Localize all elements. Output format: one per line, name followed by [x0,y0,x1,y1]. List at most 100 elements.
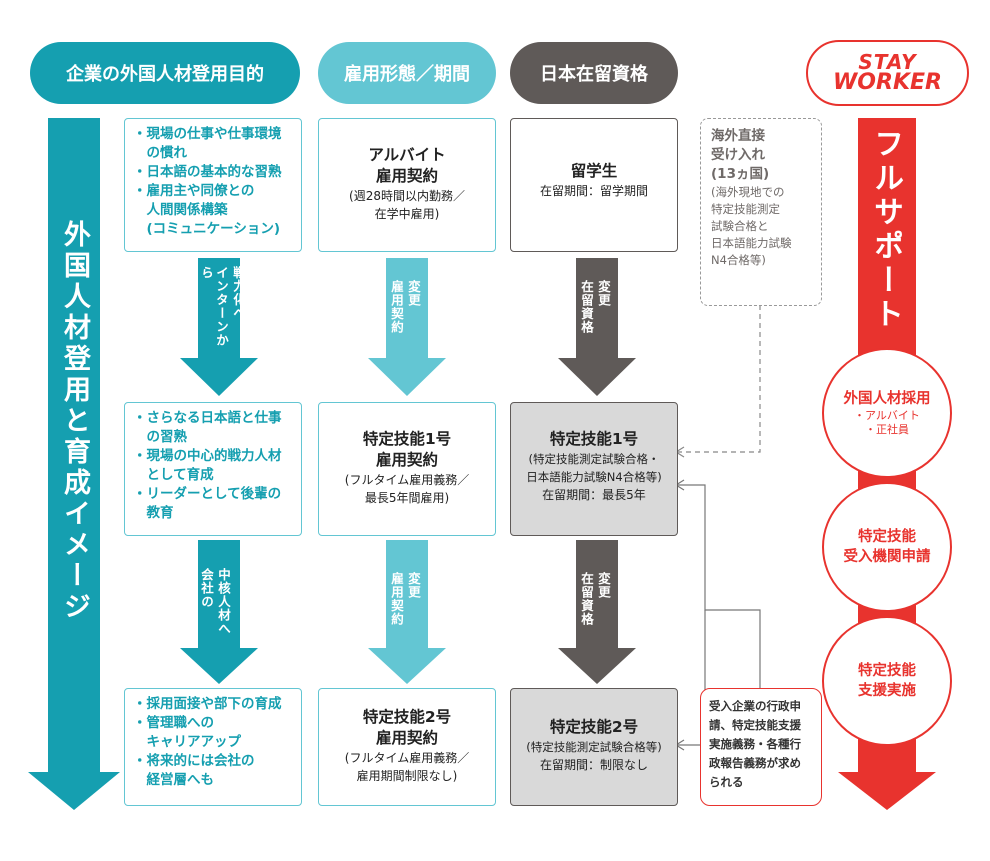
list-item: 教育 [133,505,174,521]
visa-detail: 日本語能力試験N4合格等) [526,470,662,484]
employment-detail: 在学中雇用) [374,207,440,221]
arrow-label-col: 変更 [406,572,421,599]
purpose-box-1: ・現場の仕事や仕事環境 の慣れ ・日本語の基本的な習熟 ・雇用主や同僚との 人間… [124,118,302,252]
employment-detail: (週28時間以内勤務／ [349,189,465,203]
list-item: として育成 [133,467,214,483]
visa-detail: (特定技能測定試験合格等) [526,740,662,754]
list-item: ・雇用主や同僚との [133,183,255,199]
header-visa-label: 日本在留資格 [540,64,648,85]
support-circle-title: 特定技能 [858,663,916,679]
list-item: ・管理職への [133,715,214,731]
note-connector [678,484,761,690]
employment-arrow-2 [368,540,446,684]
list-item: ・将来的には会社の [133,753,255,769]
support-circle-recruit: 外国人材採用 ・アルバイト ・正社員 [822,348,952,478]
visa-box-2: 特定技能1号 (特定技能測定試験合格・ 日本語能力試験N4合格等) 在留期間：最… [510,402,678,536]
list-item: キャリアアップ [133,734,241,750]
note-line: られる [709,775,744,789]
support-circle-implementation: 特定技能 支援実施 [822,616,952,746]
overseas-title: (13ヵ国) [711,166,770,182]
purpose-arrow-2-label: 会社の 中核人材へ [199,568,231,648]
visa-detail: 在留期間：最長5年 [542,488,646,502]
visa-box-1: 留学生 在留期間：留学期間 [510,118,678,252]
list-item: ・リーダーとして後輩の [133,486,282,502]
employment-title: 特定技能2号 [362,708,452,726]
employment-box-3: 特定技能2号 雇用契約 (フルタイム雇用義務／ 雇用期間制限なし) [318,688,496,806]
visa-detail: (特定技能測定試験合格・ [528,452,660,466]
right-arrow-label: フルサポート [868,128,903,332]
note-line: 請、特定技能支援 [709,718,801,732]
overseas-detail: (海外現地での [711,185,785,199]
list-item: の慣れ [133,145,187,161]
employment-arrow-1 [368,258,446,396]
list-item: ・現場の中心的戦力人材 [133,448,282,464]
visa-arrow-1-label: 在留資格 変更 [579,280,611,360]
logo-line-2: WORKER [833,70,942,95]
left-arrow-label: 外国人材登用と育成イメージ [59,220,90,623]
arrow-label-col: 在留資格 [579,280,594,334]
arrow-label-col: 変更 [406,280,421,307]
overseas-detail: N4合格等) [711,253,766,267]
support-circle-item: ・正社員 [865,423,909,436]
employment-title: アルバイト [368,146,446,164]
list-item: (コミュニケーション) [133,221,281,237]
visa-title: 特定技能1号 [549,430,639,448]
note-line: 受入企業の行政申 [709,699,801,713]
employment-detail: (フルタイム雇用義務／ [344,751,470,765]
list-item: 経営層へも [133,772,214,788]
employment-arrow-2-label: 雇用契約 変更 [389,572,421,652]
visa-detail: 在留期間：制限なし [539,758,648,772]
note-line: 実施義務・各種行 [709,737,801,751]
employment-detail: (フルタイム雇用義務／ [344,473,470,487]
support-circle-title: 外国人材採用 [843,391,931,407]
support-circle-title: 特定技能 [858,529,916,545]
visa-box-3: 特定技能2号 (特定技能測定試験合格等) 在留期間：制限なし [510,688,678,806]
arrow-label-col: 戦力化へ [231,266,246,320]
arrow-label-col: 中核人材へ [216,568,231,636]
employment-arrow-1-label: 雇用契約 変更 [389,280,421,360]
purpose-box-3: ・採用面接や部下の育成 ・管理職への キャリアアップ ・将来的には会社の 経営層… [124,688,302,806]
arrow-label-col: インターンから [199,266,229,347]
employment-title: 雇用契約 [375,167,438,185]
visa-title: 特定技能2号 [549,718,639,736]
list-item: ・さらなる日本語と仕事 [133,410,282,426]
visa-detail: 在留期間：留学期間 [539,184,648,198]
visa-arrow-1 [558,258,636,396]
overseas-detail: 特定技能測定 [711,202,780,216]
purpose-arrow-1-label: インターンから 戦力化へ [199,266,246,358]
header-visa: 日本在留資格 [510,42,678,104]
header-employment: 雇用形態／期間 [318,42,496,104]
arrow-label-col: 雇用契約 [389,280,404,334]
overseas-title: 受け入れ [711,147,765,163]
logo-line-1: STAY [858,50,917,74]
left-big-arrow [28,118,120,810]
arrow-label-col: 会社の [199,568,214,609]
overseas-detail: 日本語能力試験 [711,236,792,250]
visa-arrow-2 [558,540,636,684]
header-employment-label: 雇用形態／期間 [344,64,470,85]
overseas-box: 海外直接 受け入れ (13ヵ国) (海外現地での 特定技能測定 試験合格と 日本… [700,118,822,306]
employment-box-2: 特定技能1号 雇用契約 (フルタイム雇用義務／ 最長5年間雇用) [318,402,496,536]
overseas-connector [678,305,761,453]
arrow-label-col: 在留資格 [579,572,594,626]
arrow-label-col: 変更 [596,572,611,599]
stay-worker-logo: STAY WORKER [806,40,969,106]
purpose-arrow-2 [180,540,258,684]
purpose-arrow-1 [180,258,258,396]
support-circle-item: ・アルバイト [854,409,920,422]
visa-arrow-2-label: 在留資格 変更 [579,572,611,652]
overseas-title: 海外直接 [711,128,765,144]
employment-detail: 最長5年間雇用) [364,491,450,505]
employment-box-1: アルバイト 雇用契約 (週28時間以内勤務／ 在学中雇用) [318,118,496,252]
arrow-label-col: 変更 [596,280,611,307]
header-purpose-label: 企業の外国人材登用目的 [66,64,264,85]
employment-title: 雇用契約 [375,451,438,469]
header-purpose: 企業の外国人材登用目的 [30,42,300,104]
support-circle-application: 特定技能 受入機関申請 [822,482,952,612]
note-box: 受入企業の行政申 請、特定技能支援 実施義務・各種行 政報告義務が求め られる [700,688,822,806]
employment-detail: 雇用期間制限なし) [356,769,458,783]
list-item: の習熟 [133,429,187,445]
employment-title: 雇用契約 [375,729,438,747]
list-item: ・日本語の基本的な習熟 [133,164,282,180]
list-item: ・現場の仕事や仕事環境 [133,126,282,142]
